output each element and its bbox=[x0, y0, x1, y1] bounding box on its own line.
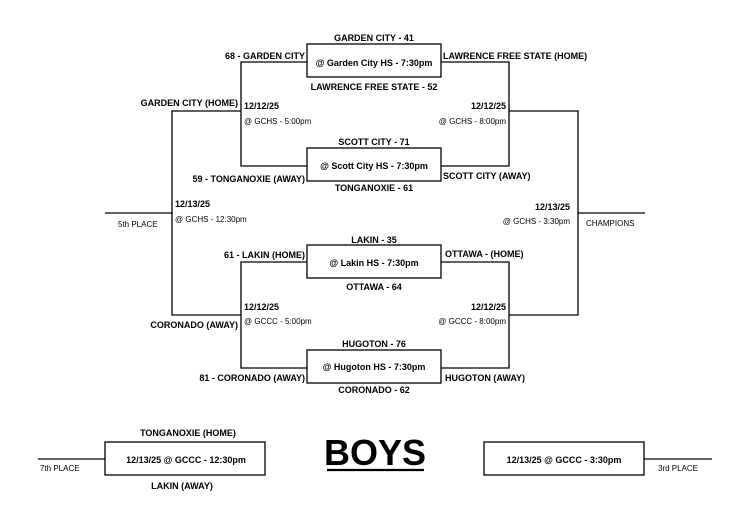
game-bottom-result: LAWRENCE FREE STATE - 52 bbox=[311, 82, 438, 92]
game-right-team: LAWRENCE FREE STATE (HOME) bbox=[443, 51, 587, 61]
game-left-team: 61 - LAKIN (HOME) bbox=[224, 250, 305, 260]
championship-date: 12/13/25 bbox=[535, 202, 570, 212]
semi-outer-team: GARDEN CITY (HOME) bbox=[141, 98, 238, 108]
game-right-team: HUGOTON (AWAY) bbox=[445, 373, 525, 383]
semi-date: 12/12/25 bbox=[244, 101, 279, 111]
semi-time: @ GCHS - 8:00pm bbox=[439, 117, 507, 126]
semi-date: 12/12/25 bbox=[244, 302, 279, 312]
semi-date: 12/12/25 bbox=[471, 302, 506, 312]
bracket-line-right-top-semi bbox=[441, 61, 510, 167]
game-bottom-result: TONGANOXIE - 61 bbox=[335, 183, 413, 193]
game-left-team: 81 - CORONADO (AWAY) bbox=[199, 373, 305, 383]
game-box-garden-city bbox=[306, 43, 442, 78]
game-top-result: HUGOTON - 76 bbox=[342, 339, 406, 349]
seventh-place-top-team: TONGANOXIE (HOME) bbox=[140, 428, 236, 438]
bracket-line-fifth-place bbox=[171, 110, 241, 316]
game-bottom-result: CORONADO - 62 bbox=[338, 385, 410, 395]
game-location: @ Scott City HS - 7:30pm bbox=[320, 161, 428, 171]
game-top-result: GARDEN CITY - 41 bbox=[334, 33, 414, 43]
bracket-line-right-bottom-semi bbox=[441, 261, 510, 369]
game-location: @ Lakin HS - 7:30pm bbox=[329, 258, 418, 268]
semi-time: @ GCCC - 8:00pm bbox=[438, 317, 506, 326]
game-right-team: OTTAWA - (HOME) bbox=[445, 249, 524, 259]
game-box-scott-city bbox=[306, 147, 442, 182]
seventh-place-game: 12/13/25 @ GCCC - 12:30pm bbox=[126, 455, 246, 465]
bracket-line-left-bottom-semi bbox=[240, 261, 307, 369]
championship-label: CHAMPIONS bbox=[586, 219, 634, 228]
game-left-team: 68 - GARDEN CITY bbox=[225, 51, 305, 61]
game-top-result: LAKIN - 35 bbox=[351, 235, 397, 245]
championship-time: @ GCHS - 3:30pm bbox=[503, 217, 571, 226]
game-location: @ Garden City HS - 7:30pm bbox=[316, 58, 433, 68]
game-left-team: 59 - TONGANOXIE (AWAY) bbox=[192, 174, 305, 184]
game-location: @ Hugoton HS - 7:30pm bbox=[323, 362, 426, 372]
seventh-place-bottom-team: LAKIN (AWAY) bbox=[151, 481, 213, 491]
semi-outer-team: CORONADO (AWAY) bbox=[150, 320, 238, 330]
bracket-line-left-top-semi bbox=[240, 61, 307, 167]
fifth-place-label: 5th PLACE bbox=[118, 220, 158, 229]
game-top-result: SCOTT CITY - 71 bbox=[338, 137, 409, 147]
fifth-place-time: @ GCHS - 12:30pm bbox=[175, 215, 247, 224]
semi-time: @ GCHS - 5:00pm bbox=[244, 117, 312, 126]
third-place-label: 3rd PLACE bbox=[658, 464, 698, 473]
third-place-game: 12/13/25 @ GCCC - 3:30pm bbox=[507, 455, 622, 465]
semi-date: 12/12/25 bbox=[471, 101, 506, 111]
game-right-team: SCOTT CITY (AWAY) bbox=[443, 171, 531, 181]
bracket-line-championship bbox=[509, 110, 579, 316]
fifth-place-date: 12/13/25 bbox=[175, 199, 210, 209]
game-box-hugoton bbox=[306, 349, 442, 384]
bracket-title: BOYS bbox=[324, 432, 426, 473]
game-bottom-result: OTTAWA - 64 bbox=[346, 282, 402, 292]
seventh-place-label: 7th PLACE bbox=[40, 464, 80, 473]
semi-time: @ GCCC - 5:00pm bbox=[244, 317, 312, 326]
